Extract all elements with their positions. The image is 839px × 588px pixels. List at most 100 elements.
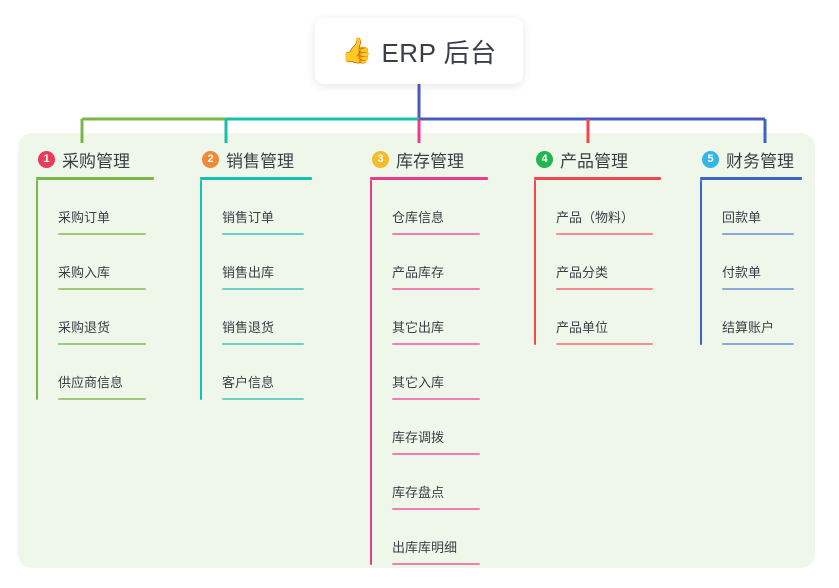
- leaf-underline: [556, 343, 653, 345]
- leaf-node[interactable]: 回款单: [700, 180, 802, 235]
- branch-underline-1: [36, 177, 154, 180]
- leaf-label: 其它入库: [392, 375, 445, 390]
- leaf-label: 库存调拨: [392, 430, 445, 445]
- leaf-label: 产品单位: [556, 320, 609, 335]
- branch-header-4[interactable]: 4 产品管理: [534, 146, 661, 172]
- leaf-node[interactable]: 采购退货: [36, 290, 154, 345]
- thumbs-up-emoji: 👍: [341, 36, 373, 65]
- branch-header-2[interactable]: 2 销售管理: [200, 146, 312, 172]
- leaf-underline: [722, 233, 794, 235]
- leaf-label: 销售订单: [222, 210, 275, 225]
- root-node[interactable]: 👍 ERP 后台: [315, 18, 523, 84]
- branch-label-3: 库存管理: [396, 151, 464, 171]
- branch-label-2: 销售管理: [226, 151, 294, 171]
- leaf-label: 产品（物料）: [556, 210, 635, 225]
- leaf-label: 回款单: [722, 210, 762, 225]
- root-node-label: ERP 后台: [381, 37, 497, 68]
- branch-label-5: 财务管理: [726, 151, 794, 171]
- branch-badge-5: 5: [702, 150, 719, 168]
- leaf-label: 结算账户: [722, 320, 775, 335]
- leaf-node[interactable]: 产品分类: [534, 235, 661, 290]
- branch-column-3: 3 库存管理仓库信息产品库存其它出库其它入库库存调拨库存盘点出库库明细: [370, 146, 488, 565]
- leaf-label: 销售退货: [222, 320, 275, 335]
- branch-spine-3: [370, 180, 372, 565]
- branch-underline-3: [370, 177, 488, 180]
- leaf-node[interactable]: 采购订单: [36, 180, 154, 235]
- leaf-underline: [222, 233, 304, 235]
- leaf-node[interactable]: 产品单位: [534, 290, 661, 345]
- leaf-label: 其它出库: [392, 320, 445, 335]
- branch-column-5: 5 财务管理回款单付款单结算账户: [700, 146, 802, 345]
- leaf-label: 仓库信息: [392, 210, 445, 225]
- branch-column-2: 2 销售管理销售订单销售出库销售退货客户信息: [200, 146, 312, 400]
- leaf-underline: [392, 453, 480, 455]
- branch-spine-1: [36, 180, 38, 400]
- leaf-label: 采购入库: [58, 265, 111, 280]
- leaf-node[interactable]: 客户信息: [200, 345, 312, 400]
- branch-label-4: 产品管理: [560, 151, 628, 171]
- leaf-underline: [392, 563, 480, 565]
- leaf-underline: [58, 398, 146, 400]
- leaf-underline: [222, 288, 304, 290]
- leaf-node[interactable]: 产品（物料）: [534, 180, 661, 235]
- branch-badge-4: 4: [536, 150, 553, 168]
- leaf-node[interactable]: 其它入库: [370, 345, 488, 400]
- leaf-label: 客户信息: [222, 375, 275, 390]
- branch-spine-4: [534, 180, 536, 345]
- leaf-label: 供应商信息: [58, 375, 124, 390]
- branch-header-5[interactable]: 5 财务管理: [700, 146, 802, 172]
- branch-spine-2: [200, 180, 202, 400]
- leaf-underline: [392, 398, 480, 400]
- leaf-node[interactable]: 出库库明细: [370, 510, 488, 565]
- leaf-underline: [58, 343, 146, 345]
- leaf-underline: [58, 288, 146, 290]
- branch-column-4: 4 产品管理产品（物料） 产品分类产品单位: [534, 146, 661, 345]
- leaf-underline: [222, 343, 304, 345]
- leaf-label: 销售出库: [222, 265, 275, 280]
- leaf-node[interactable]: 其它出库: [370, 290, 488, 345]
- leaf-node[interactable]: 采购入库: [36, 235, 154, 290]
- leaf-list-2: 销售订单销售出库销售退货客户信息: [200, 180, 312, 400]
- leaf-node[interactable]: 产品库存: [370, 235, 488, 290]
- leaf-underline: [556, 233, 653, 235]
- branch-spine-5: [700, 180, 702, 345]
- leaf-list-1: 采购订单采购入库采购退货供应商信息: [36, 180, 154, 400]
- leaf-list-5: 回款单付款单结算账户: [700, 180, 802, 345]
- leaf-underline: [556, 288, 653, 290]
- leaf-label: 产品库存: [392, 265, 445, 280]
- branch-badge-1: 1: [38, 150, 55, 168]
- leaf-underline: [722, 343, 794, 345]
- leaf-node[interactable]: 库存调拨: [370, 400, 488, 455]
- leaf-underline: [722, 288, 794, 290]
- branch-badge-3: 3: [372, 150, 389, 168]
- leaf-label: 产品分类: [556, 265, 609, 280]
- leaf-list-3: 仓库信息产品库存其它出库其它入库库存调拨库存盘点出库库明细: [370, 180, 488, 565]
- branch-header-3[interactable]: 3 库存管理: [370, 146, 488, 172]
- leaf-node[interactable]: 供应商信息: [36, 345, 154, 400]
- leaf-node[interactable]: 仓库信息: [370, 180, 488, 235]
- branches-panel: [18, 133, 815, 568]
- leaf-label: 采购订单: [58, 210, 111, 225]
- leaf-label: 库存盘点: [392, 485, 445, 500]
- leaf-label: 采购退货: [58, 320, 111, 335]
- leaf-underline: [392, 233, 480, 235]
- branch-underline-4: [534, 177, 661, 180]
- branch-underline-5: [700, 177, 802, 180]
- branch-column-1: 1 采购管理采购订单采购入库采购退货供应商信息: [36, 146, 154, 400]
- branch-label-1: 采购管理: [62, 151, 130, 171]
- branch-underline-2: [200, 177, 312, 180]
- leaf-node[interactable]: 付款单: [700, 235, 802, 290]
- leaf-underline: [222, 398, 304, 400]
- leaf-label: 付款单: [722, 265, 762, 280]
- leaf-node[interactable]: 库存盘点: [370, 455, 488, 510]
- branch-header-1[interactable]: 1 采购管理: [36, 146, 154, 172]
- leaf-underline: [392, 508, 480, 510]
- leaf-node[interactable]: 销售订单: [200, 180, 312, 235]
- leaf-node[interactable]: 销售出库: [200, 235, 312, 290]
- branch-badge-2: 2: [202, 150, 219, 168]
- leaf-node[interactable]: 结算账户: [700, 290, 802, 345]
- leaf-node[interactable]: 销售退货: [200, 290, 312, 345]
- leaf-list-4: 产品（物料） 产品分类产品单位: [534, 180, 661, 345]
- leaf-underline: [392, 288, 480, 290]
